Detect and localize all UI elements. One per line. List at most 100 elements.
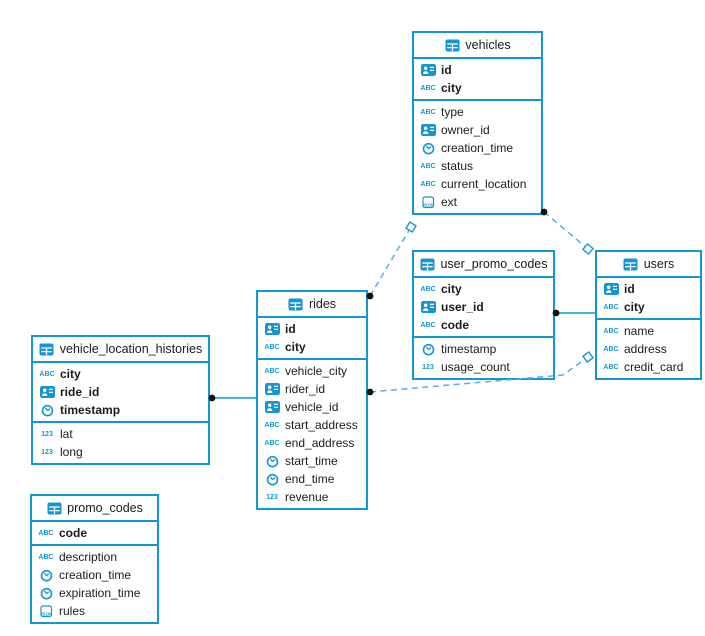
string-type-icon: ABC	[603, 327, 619, 335]
string-type-icon: ABC	[38, 529, 54, 537]
relation-square-marker	[581, 350, 595, 364]
relation-line[interactable]	[369, 226, 412, 297]
string-type-icon: ABC	[603, 345, 619, 353]
table-name: user_promo_codes	[440, 257, 548, 271]
table-icon	[623, 258, 639, 271]
column-end_time: end_time	[258, 470, 366, 488]
string-type-icon: ABC	[264, 343, 280, 351]
relation-vehicle_location_histories-to-rides	[208, 394, 256, 402]
string-type-icon: ABC	[264, 439, 280, 447]
column-rider_id: rider_id	[258, 380, 366, 398]
string-type-icon: ABC	[39, 370, 55, 378]
column-ride_id: ride_id	[33, 383, 208, 401]
table-icon	[46, 502, 62, 515]
table-icon	[444, 39, 460, 52]
uuid-type-icon	[39, 386, 55, 398]
string-type-icon: ABC	[420, 285, 436, 293]
time-type-icon	[38, 587, 54, 600]
number-type-icon: 123	[41, 430, 53, 438]
column-creation_time: creation_time	[414, 139, 541, 157]
column-vehicle_id: vehicle_id	[258, 398, 366, 416]
uuid-type-icon	[420, 124, 436, 136]
time-type-icon	[264, 473, 280, 486]
string-type-icon: ABC	[603, 363, 619, 371]
column-owner_id: owner_id	[414, 121, 541, 139]
column-user_id: user_id	[414, 298, 553, 316]
table-header: user_promo_codes	[414, 252, 553, 278]
relation-user_promo_codes-to-users	[552, 309, 595, 317]
time-type-icon	[39, 404, 55, 417]
table-header: promo_codes	[32, 496, 157, 522]
string-type-icon: ABC	[420, 180, 436, 188]
table-name: rides	[308, 297, 337, 311]
column-expiration_time: expiration_time	[32, 584, 157, 602]
uuid-type-icon	[603, 283, 619, 295]
column-timestamp: timestamp	[33, 401, 208, 419]
column-timestamp: timestamp	[414, 340, 553, 358]
json-type-icon: JSON	[420, 195, 436, 209]
relation-line[interactable]	[543, 211, 589, 250]
relation-vehicles-to-users	[540, 208, 595, 256]
table-header: users	[597, 252, 700, 278]
column-start_time: start_time	[258, 452, 366, 470]
string-type-icon: ABC	[420, 108, 436, 116]
time-type-icon	[420, 343, 436, 356]
uuid-type-icon	[264, 401, 280, 413]
string-type-icon: ABC	[420, 84, 436, 92]
column-creation_time: creation_time	[32, 566, 157, 584]
number-type-icon: 123	[41, 448, 53, 456]
number-type-icon: 123	[266, 493, 278, 501]
table-header: rides	[258, 292, 366, 318]
uuid-type-icon	[420, 64, 436, 76]
table-name: promo_codes	[67, 501, 143, 515]
table-name: vehicle_location_histories	[59, 342, 203, 356]
relation-square-marker	[405, 221, 417, 233]
column-id: id	[597, 280, 700, 298]
column-id: id	[414, 61, 541, 79]
string-type-icon: ABC	[420, 321, 436, 329]
uuid-type-icon	[420, 301, 436, 313]
number-type-icon: 123	[422, 363, 434, 371]
string-type-icon: ABC	[603, 303, 619, 311]
table-icon	[419, 258, 435, 271]
string-type-icon: ABC	[264, 421, 280, 429]
svg-text:JSON: JSON	[40, 611, 52, 616]
table-name: vehicles	[465, 38, 511, 52]
